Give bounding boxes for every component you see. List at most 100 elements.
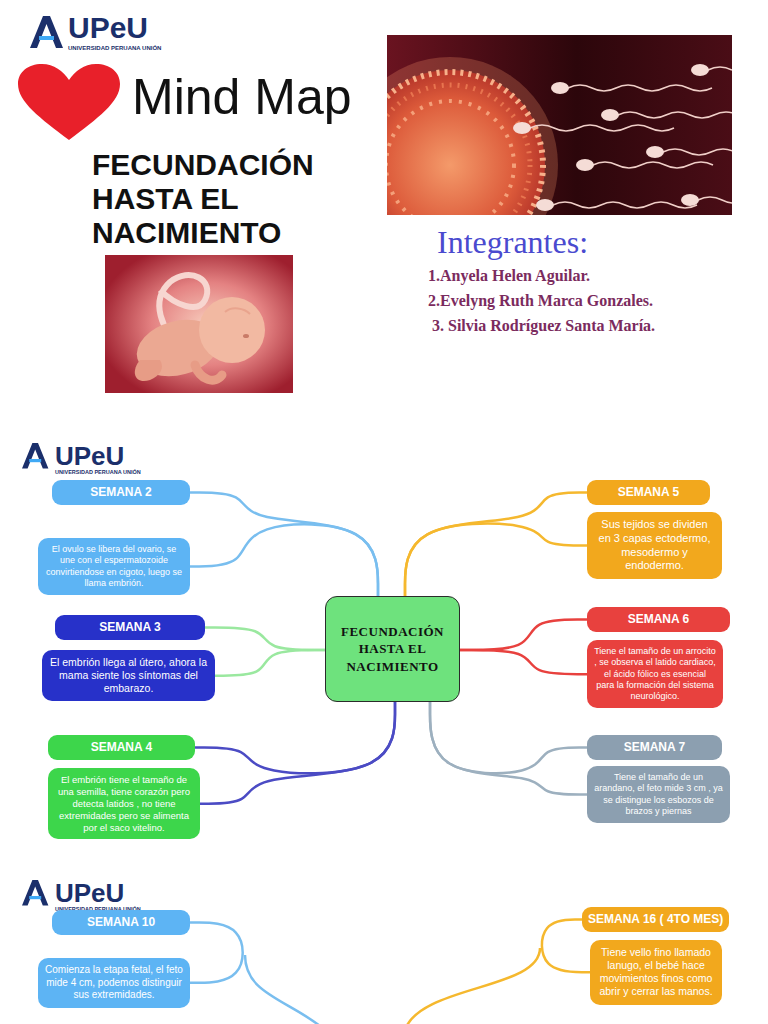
node-text: Tiene el tamaño de un arandano, el feto … — [594, 772, 723, 817]
fertilization-photo — [708, 67, 732, 70]
logo-icon — [22, 443, 48, 469]
week-note: Comienza la etapa fetal, el feto mide 4 … — [38, 958, 190, 1008]
fertilization-photo — [513, 122, 531, 134]
node-text: SEMANA 4 — [54, 740, 189, 755]
node-text: SEMANA 6 — [593, 612, 724, 627]
fertilization-photo — [387, 101, 514, 215]
branch-connector — [460, 620, 587, 651]
member-name: 1.Anyela Helen Aguilar. — [428, 268, 590, 284]
members-heading: Integrantes: — [437, 226, 588, 258]
fertilization-photo — [681, 194, 699, 206]
node-text: SEMANA 5 — [593, 485, 704, 500]
fertilization-photo — [387, 72, 543, 215]
branch-connector — [205, 628, 325, 651]
fertilization-photo — [646, 146, 664, 158]
node-text: El ovulo se libera del ovario, se une co… — [45, 544, 183, 589]
week-heading: SEMANA 6 — [587, 607, 730, 632]
week-heading: SEMANA 4 — [48, 735, 195, 760]
week-note: El ovulo se libera del ovario, se une co… — [38, 538, 190, 595]
node-text: SEMANA 10 — [58, 915, 184, 930]
node-text: Comienza la etapa fetal, el feto mide 4 … — [45, 964, 183, 1002]
fertilization-photo — [387, 35, 732, 215]
branch-line — [245, 955, 325, 1024]
logo-icon — [29, 896, 41, 899]
node-text: SEMANA 7 — [593, 740, 716, 755]
node-text: Tiene vello fino llamado lanugo, el bebé… — [597, 946, 715, 999]
branch-connector — [460, 650, 587, 674]
node-text: El embrión llega al útero, ahora la mama… — [49, 656, 208, 695]
node-text: SEMANA 3 — [61, 620, 199, 635]
member-name: 3. Silvia Rodríguez Santa María. — [432, 318, 655, 334]
fetus-photo — [105, 255, 293, 393]
week-note: Tiene vello fino llamado lanugo, el bebé… — [590, 940, 722, 1005]
logo-wordmark: UPeU — [55, 443, 124, 469]
fertilization-photo — [530, 67, 732, 208]
week-note: El embrión llega al útero, ahora la mama… — [42, 650, 215, 701]
logo-icon — [22, 880, 48, 906]
logo-subtitle: UNIVERSIDAD PERUANA UNIÓN — [55, 470, 141, 476]
fertilization-photo — [691, 64, 709, 76]
branch-connector — [215, 650, 325, 676]
logo-subtitle: UNIVERSIDAD PERUANA UNIÓN — [68, 45, 161, 51]
central-topic: FECUNDACIÓN HASTA EL NACIMIENTO — [325, 596, 460, 702]
fertilization-photo — [551, 82, 569, 94]
fetus-photo — [243, 334, 249, 338]
logo-icon — [22, 880, 48, 906]
fertilization-photo — [513, 64, 709, 211]
branch-connector — [430, 702, 587, 795]
fetus-photo — [135, 360, 162, 381]
branch-line — [245, 948, 540, 1024]
branch-connector — [405, 493, 587, 597]
heart-icon — [18, 64, 120, 140]
member-name: 2.Evelyng Ruth Marca Gonzales. — [428, 293, 653, 309]
week-heading: SEMANA 16 ( 4TO MES) — [582, 907, 729, 932]
heading-text: Mind Map — [132, 72, 352, 122]
branch-connector — [200, 702, 395, 804]
fertilization-photo — [663, 149, 732, 155]
week-note: El embrión tiene el tamaño de una semill… — [48, 768, 200, 839]
fetus-photo — [199, 297, 265, 363]
fertilization-photo — [698, 197, 732, 203]
fertilization-photo — [601, 109, 619, 121]
branch-connector — [190, 923, 243, 983]
branch-connector — [195, 702, 395, 773]
fertilization-photo — [387, 70, 545, 215]
node-text: SEMANA 2 — [58, 485, 184, 500]
fetus-photo — [105, 255, 293, 393]
logo-icon — [39, 36, 54, 40]
week-note: Tiene el tamaño de un arandano, el feto … — [587, 766, 730, 823]
fetus-photo — [195, 365, 222, 380]
node-text: Tiene el tamaño de un arrocito , se obse… — [594, 646, 716, 702]
logo-icon — [30, 16, 63, 48]
logo-wordmark: UPeU — [55, 880, 124, 906]
heart-icon — [18, 64, 120, 140]
week-heading: SEMANA 10 — [52, 910, 190, 935]
fertilization-photo — [553, 202, 697, 208]
fertilization-photo — [593, 162, 713, 168]
branch-line — [405, 948, 540, 1024]
fetus-photo — [225, 308, 250, 314]
week-note: Tiene el tamaño de un arrocito , se obse… — [587, 640, 723, 708]
fertilization-photo — [576, 159, 594, 171]
fertilization-photo — [387, 57, 558, 215]
title-text: FECUNDACIÓN HASTA EL NACIMIENTO — [92, 148, 332, 250]
week-heading: SEMANA 3 — [55, 615, 205, 640]
week-note: Sus tejidos se dividen en 3 capas ectode… — [587, 512, 722, 579]
fertilization-photo — [568, 85, 712, 91]
logo-icon — [30, 16, 63, 48]
logo-icon — [22, 443, 48, 469]
node-text: SEMANA 16 ( 4TO MES) — [588, 912, 723, 927]
fertilization-photo — [530, 125, 674, 131]
branch-connector — [430, 702, 587, 773]
logo-wordmark: UPeU — [68, 13, 148, 43]
week-heading: SEMANA 5 — [587, 480, 710, 505]
branch-connector — [190, 524, 378, 596]
week-heading: SEMANA 7 — [587, 735, 722, 760]
logo-icon — [29, 459, 41, 462]
fertilization-photo — [618, 112, 732, 118]
branch-connector — [405, 524, 587, 596]
fertilization-photo — [536, 199, 554, 211]
branch-connector — [190, 493, 378, 597]
